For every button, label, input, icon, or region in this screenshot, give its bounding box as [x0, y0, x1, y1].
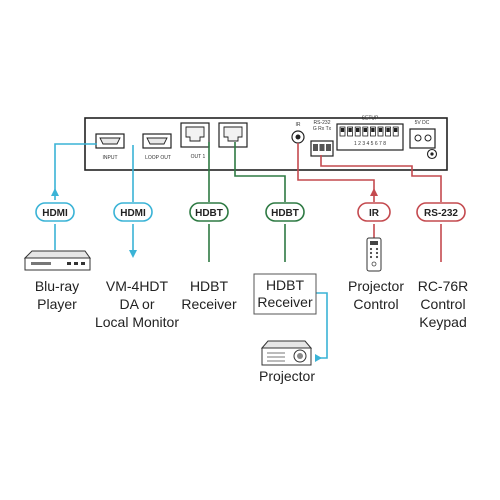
setup-label: SETUP — [362, 116, 379, 122]
keypad-label-line2: Control — [420, 296, 465, 312]
dip-numbers-label: 1 2 3 4 5 6 7 8 — [354, 141, 386, 147]
keypad-label-line3: Keypad — [419, 314, 466, 330]
hdmi-loop-out-cable — [129, 145, 137, 258]
ir-port: IR — [291, 122, 305, 144]
hdbt-receiver2-label-line2: Receiver — [257, 294, 313, 310]
ir-port-label: IR — [296, 122, 301, 128]
rs232-tag: RS-232 — [416, 202, 466, 222]
rs232-cable — [320, 155, 442, 262]
hdbt-out1-port: OUT 1 — [180, 122, 210, 160]
dip-switch-knob — [363, 128, 367, 132]
rs232-pins-label: G Rx Tx — [313, 126, 332, 132]
out1-port-label: OUT 1 — [191, 154, 206, 160]
bluray-label-line2: Player — [37, 296, 77, 312]
hdbt-receiver1-label-line1: HDBT — [190, 278, 229, 294]
ir-cable — [297, 143, 378, 238]
loop-out-port-label: LOOP OUT — [145, 155, 171, 161]
hdbt-tag-2-label: HDBT — [271, 208, 299, 219]
rs232-tag-label: RS-232 — [424, 208, 458, 219]
input-port-label: INPUT — [103, 155, 118, 161]
dip-switch-knob — [348, 128, 352, 132]
hdmi-input-tag: HDMI — [35, 202, 75, 222]
ir-remote-icon — [366, 237, 382, 272]
hdmi-output-tag: HDMI — [113, 202, 153, 222]
bluray-player-icon — [23, 250, 91, 271]
hdmi-input-port: INPUT — [95, 133, 125, 161]
dip-switch-knob — [340, 128, 345, 132]
hdmi-input-cable — [51, 143, 97, 250]
vm-label-line1: VM-4HDT — [106, 278, 169, 294]
vm-label-line2: DA or — [119, 296, 154, 312]
setup-dip-switches: SETUP 1 2 3 4 5 6 7 8 — [336, 116, 404, 151]
hdbt-receiver2-label-line1: HDBT — [266, 277, 305, 293]
vm-label-line3: Local Monitor — [95, 314, 179, 330]
projector-control-label-line2: Control — [353, 296, 398, 312]
hdbt-tag-1: HDBT — [189, 202, 229, 222]
hdbt-tag-1-label: HDBT — [195, 208, 223, 219]
hdmi-output-tag-label: HDMI — [120, 208, 146, 219]
ir-tag: IR — [357, 202, 391, 222]
hdbt-receiver1-label-line2: Receiver — [181, 296, 237, 312]
dip-switch-knob — [356, 128, 360, 132]
projector-control-label-line1: Projector — [348, 278, 404, 294]
hdbt-tag-2: HDBT — [265, 202, 305, 222]
power-port: 5V DC — [409, 120, 438, 160]
power-port-label: 5V DC — [415, 120, 430, 126]
dip-switch-knob — [394, 128, 398, 132]
ir-tag-label: IR — [369, 208, 380, 219]
keypad-label-line1: RC-76R — [418, 278, 469, 294]
dip-switch-knob — [371, 128, 375, 132]
rs232-port: RS-232 G Rx Tx — [310, 120, 334, 157]
projector-icon — [260, 340, 313, 366]
bluray-label-line1: Blu-ray — [35, 278, 79, 294]
hdmi-input-tag-label: HDMI — [42, 208, 68, 219]
hdbt-out2-port — [218, 122, 248, 148]
hdbt-out2-cable — [234, 142, 286, 262]
device-rear-panel: INPUT LOOP OUT OUT 1 IR RS-232 G R — [84, 116, 448, 171]
hdbt-receiver2-box: HDBT Receiver — [253, 273, 317, 315]
hdmi-loop-out-port: LOOP OUT — [142, 133, 172, 161]
dip-switch-knob — [378, 128, 383, 132]
projector-label: Projector — [259, 368, 315, 384]
dip-switch-knob — [386, 128, 390, 132]
projector-hdmi-cable — [315, 292, 328, 362]
rs232-port-label: RS-232 — [314, 120, 331, 126]
